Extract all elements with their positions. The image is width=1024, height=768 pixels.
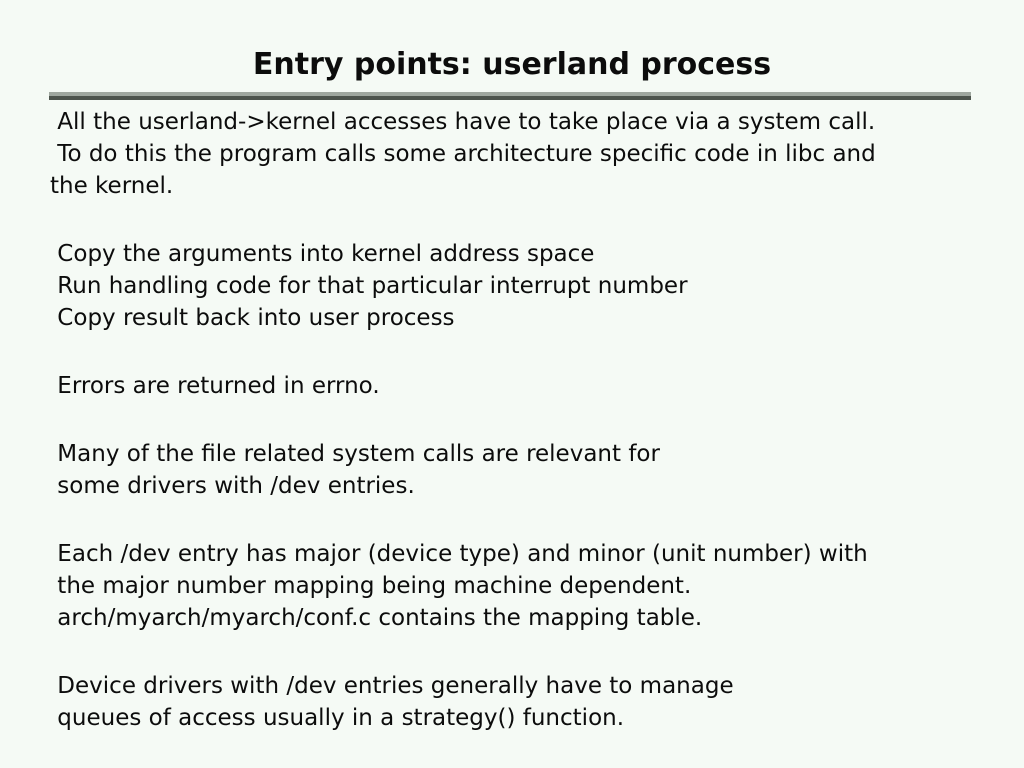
body-line: Device drivers with /dev entries general… — [50, 673, 734, 699]
paragraph: Device drivers with /dev entries general… — [50, 670, 1024, 734]
paragraph: Many of the file related system calls ar… — [50, 438, 1024, 502]
slide-body: All the userland->kernel accesses have t… — [50, 106, 1024, 734]
body-line: the major number mapping being machine d… — [50, 573, 692, 599]
title-rule — [49, 92, 971, 100]
body-line: queues of access usually in a strategy()… — [50, 705, 625, 731]
body-line: Errors are returned in errno. — [50, 373, 380, 399]
body-line: the kernel. — [50, 173, 174, 199]
body-line: Many of the file related system calls ar… — [50, 441, 660, 467]
paragraph: Each /dev entry has major (device type) … — [50, 538, 1024, 634]
slide-title: Entry points: userland process — [252, 47, 772, 82]
body-line: arch/myarch/myarch/conf.c contains the m… — [50, 605, 703, 631]
body-line: Copy the arguments into kernel address s… — [50, 241, 595, 267]
paragraph: Errors are returned in errno. — [50, 370, 1024, 402]
paragraph: All the userland->kernel accesses have t… — [50, 106, 1024, 202]
body-line: Run handling code for that particular in… — [50, 273, 688, 299]
body-line: To do this the program calls some archit… — [50, 141, 876, 167]
body-line: All the userland->kernel accesses have t… — [50, 109, 876, 135]
body-line: Copy result back into user process — [50, 305, 455, 331]
body-line: some drivers with /dev entries. — [50, 473, 415, 499]
body-line: Each /dev entry has major (device type) … — [50, 541, 868, 567]
paragraph: Copy the arguments into kernel address s… — [50, 238, 1024, 334]
